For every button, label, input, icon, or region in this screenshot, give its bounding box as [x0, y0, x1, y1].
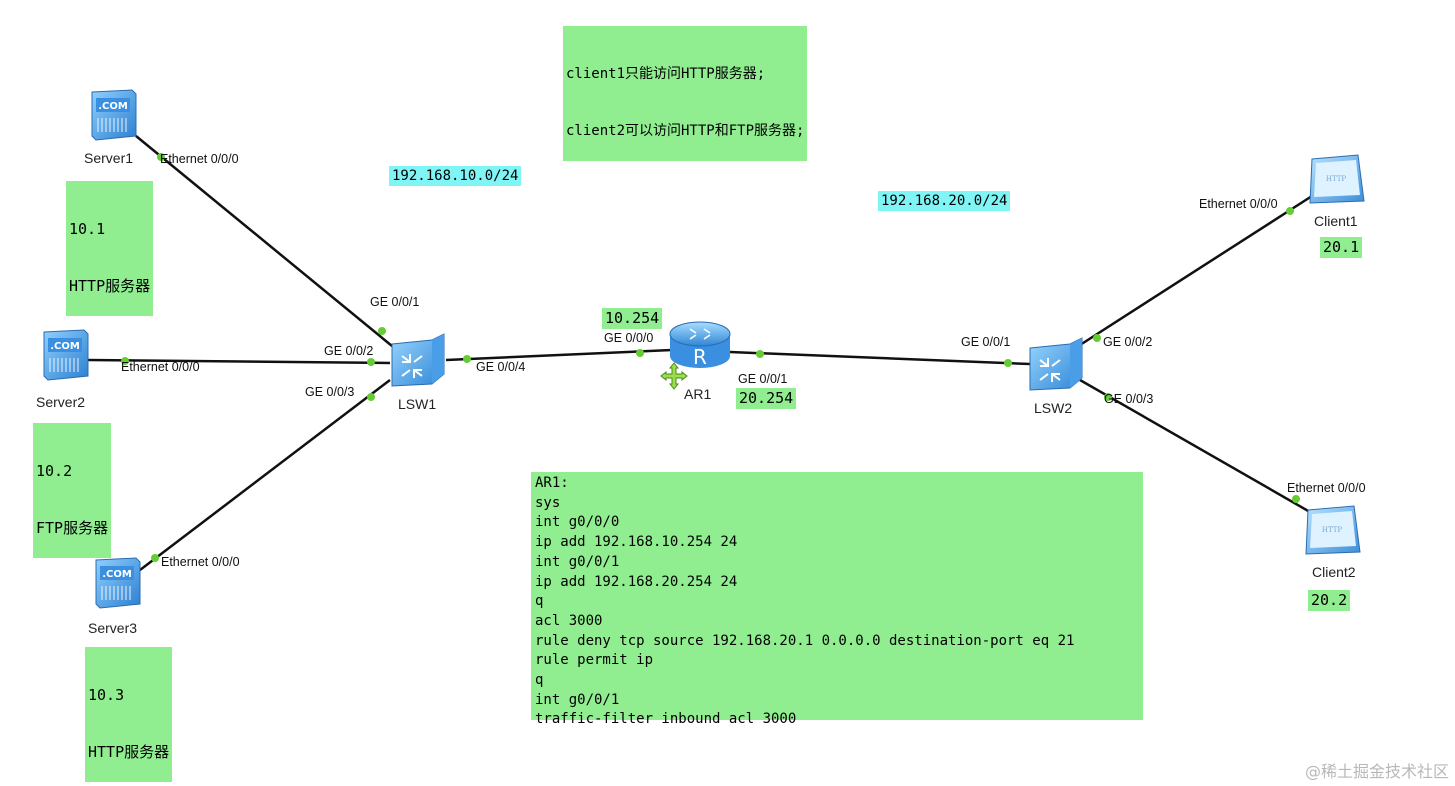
link-lsw2-client1[interactable]	[1079, 194, 1313, 347]
requirement-note: client1只能访问HTTP服务器; client2可以访问HTTP和FTP服…	[563, 26, 808, 161]
switch-icon[interactable]	[1026, 336, 1086, 392]
config-line: ip add 192.168.20.254 24	[535, 573, 738, 590]
links	[87, 135, 1313, 571]
requirement-line-2: client2可以访问HTTP和FTP服务器;	[566, 123, 805, 139]
port-dot-server1[interactable]	[157, 153, 165, 161]
lsw2-port-g2: GE 0/0/2	[1103, 335, 1153, 349]
server3-ip: 10.3	[88, 686, 125, 704]
ar1-config-note: AR1: sys int g0/0/0 ip add 192.168.10.25…	[531, 472, 1143, 727]
lsw2-name: LSW2	[1034, 400, 1073, 416]
lsw2-port-g1: GE 0/0/1	[961, 335, 1011, 349]
move-cursor-icon	[660, 362, 688, 390]
client2-port-label: Ethernet 0/0/0	[1287, 481, 1366, 495]
icon-com-text: .COM	[98, 101, 128, 112]
config-line: rule deny tcp source 192.168.20.1 0.0.0.…	[535, 632, 1075, 649]
link-server1-lsw1[interactable]	[135, 135, 393, 347]
lsw1-name: LSW1	[398, 396, 437, 412]
lsw1-port-g4: GE 0/0/4	[476, 360, 526, 374]
port-dot-lsw2-g2[interactable]	[1093, 334, 1101, 342]
port-dot-ar1-g0[interactable]	[636, 349, 644, 357]
watermark: @稀土掘金技术社区	[1304, 762, 1449, 781]
icon-com-text: .COM	[102, 569, 132, 580]
port-dots	[121, 153, 1300, 562]
config-line: q	[535, 593, 544, 610]
network-label-20: 192.168.20.0/24	[878, 191, 1011, 211]
link-lsw2-client2[interactable]	[1079, 378, 1311, 514]
network-label-10: 192.168.10.0/24	[389, 166, 522, 186]
server2-name: Server2	[36, 394, 86, 410]
ar1-right-ip: 20.254	[736, 388, 797, 409]
config-line: sys	[535, 494, 561, 511]
config-line: traffic-filter inbound acl 3000	[535, 711, 797, 728]
config-line: int g0/0/1	[535, 553, 620, 570]
switch-icon[interactable]	[388, 332, 448, 388]
client2-name: Client2	[1312, 564, 1356, 580]
router-letter: R	[693, 345, 707, 369]
link-server3-lsw1[interactable]	[139, 379, 391, 571]
port-dot-lsw1-g1[interactable]	[378, 327, 386, 335]
link-lsw1-ar1[interactable]	[445, 348, 673, 362]
config-line: rule permit ip	[535, 652, 654, 669]
port-dot-server3[interactable]	[151, 554, 159, 562]
port-dot-server2[interactable]	[121, 357, 129, 365]
config-line: q	[535, 672, 544, 689]
link-server2-lsw1[interactable]	[87, 358, 391, 365]
ar1-port-g0: GE 0/0/0	[604, 331, 654, 345]
config-line: int g0/0/1	[535, 691, 620, 708]
requirement-line-1: client1只能访问HTTP服务器;	[566, 66, 766, 82]
server-com-icon[interactable]: .COM	[86, 88, 138, 142]
server2-role: FTP服务器	[36, 519, 109, 537]
server3-port-label: Ethernet 0/0/0	[161, 555, 240, 569]
ar1-left-ip: 10.254	[602, 308, 663, 329]
port-dot-lsw2-g1[interactable]	[1004, 359, 1012, 367]
port-dot-lsw1-g3[interactable]	[367, 393, 375, 401]
server3-note: 10.3 HTTP服务器	[85, 647, 173, 782]
ar1-name: AR1	[684, 386, 712, 402]
port-dot-lsw1-g4[interactable]	[463, 355, 471, 363]
config-line: AR1:	[535, 475, 569, 491]
client1-port-label: Ethernet 0/0/0	[1199, 197, 1278, 211]
server1-role: HTTP服务器	[69, 277, 151, 295]
server1-ip: 10.1	[69, 220, 106, 238]
config-line: ip add 192.168.10.254 24	[535, 534, 738, 551]
ar1-port-g1: GE 0/0/1	[738, 372, 788, 386]
icon-http-text: HTTP	[1326, 175, 1347, 183]
lsw1-port-g3: GE 0/0/3	[305, 385, 355, 399]
server-com-icon[interactable]: .COM	[90, 556, 142, 610]
lsw1-port-g1: GE 0/0/1	[370, 295, 420, 309]
http-client-icon[interactable]: HTTP	[1302, 504, 1364, 558]
link-ar1-lsw2[interactable]	[729, 350, 1031, 366]
lsw1-port-g2: GE 0/0/2	[324, 344, 374, 358]
server1-name: Server1	[84, 150, 134, 166]
server2-port-label: Ethernet 0/0/0	[121, 360, 200, 374]
port-dot-client1[interactable]	[1286, 207, 1294, 215]
port-dot-ar1-g1[interactable]	[756, 350, 764, 358]
client1-ip: 20.1	[1320, 237, 1363, 258]
server2-ip: 10.2	[36, 462, 73, 480]
client2-ip: 20.2	[1308, 590, 1351, 611]
http-client-icon[interactable]: HTTP	[1306, 153, 1368, 207]
server3-name: Server3	[88, 620, 138, 636]
client1-name: Client1	[1314, 213, 1358, 229]
server2-note: 10.2 FTP服务器	[33, 423, 112, 558]
router-icon[interactable]: R	[668, 320, 732, 372]
server-com-icon[interactable]: .COM	[38, 328, 90, 382]
server1-note: 10.1 HTTP服务器	[66, 181, 154, 316]
server1-port-label: Ethernet 0/0/0	[160, 152, 239, 166]
port-dot-client2[interactable]	[1292, 495, 1300, 503]
port-dot-lsw1-g2[interactable]	[367, 358, 375, 366]
lsw2-port-g3: GE 0/0/3	[1104, 392, 1154, 406]
server3-role: HTTP服务器	[88, 743, 170, 761]
config-line: int g0/0/0	[535, 514, 620, 531]
icon-com-text: .COM	[50, 341, 80, 352]
icon-http-text: HTTP	[1322, 526, 1343, 534]
config-line: acl 3000	[535, 612, 603, 629]
port-dot-lsw2-g3[interactable]	[1104, 393, 1112, 401]
